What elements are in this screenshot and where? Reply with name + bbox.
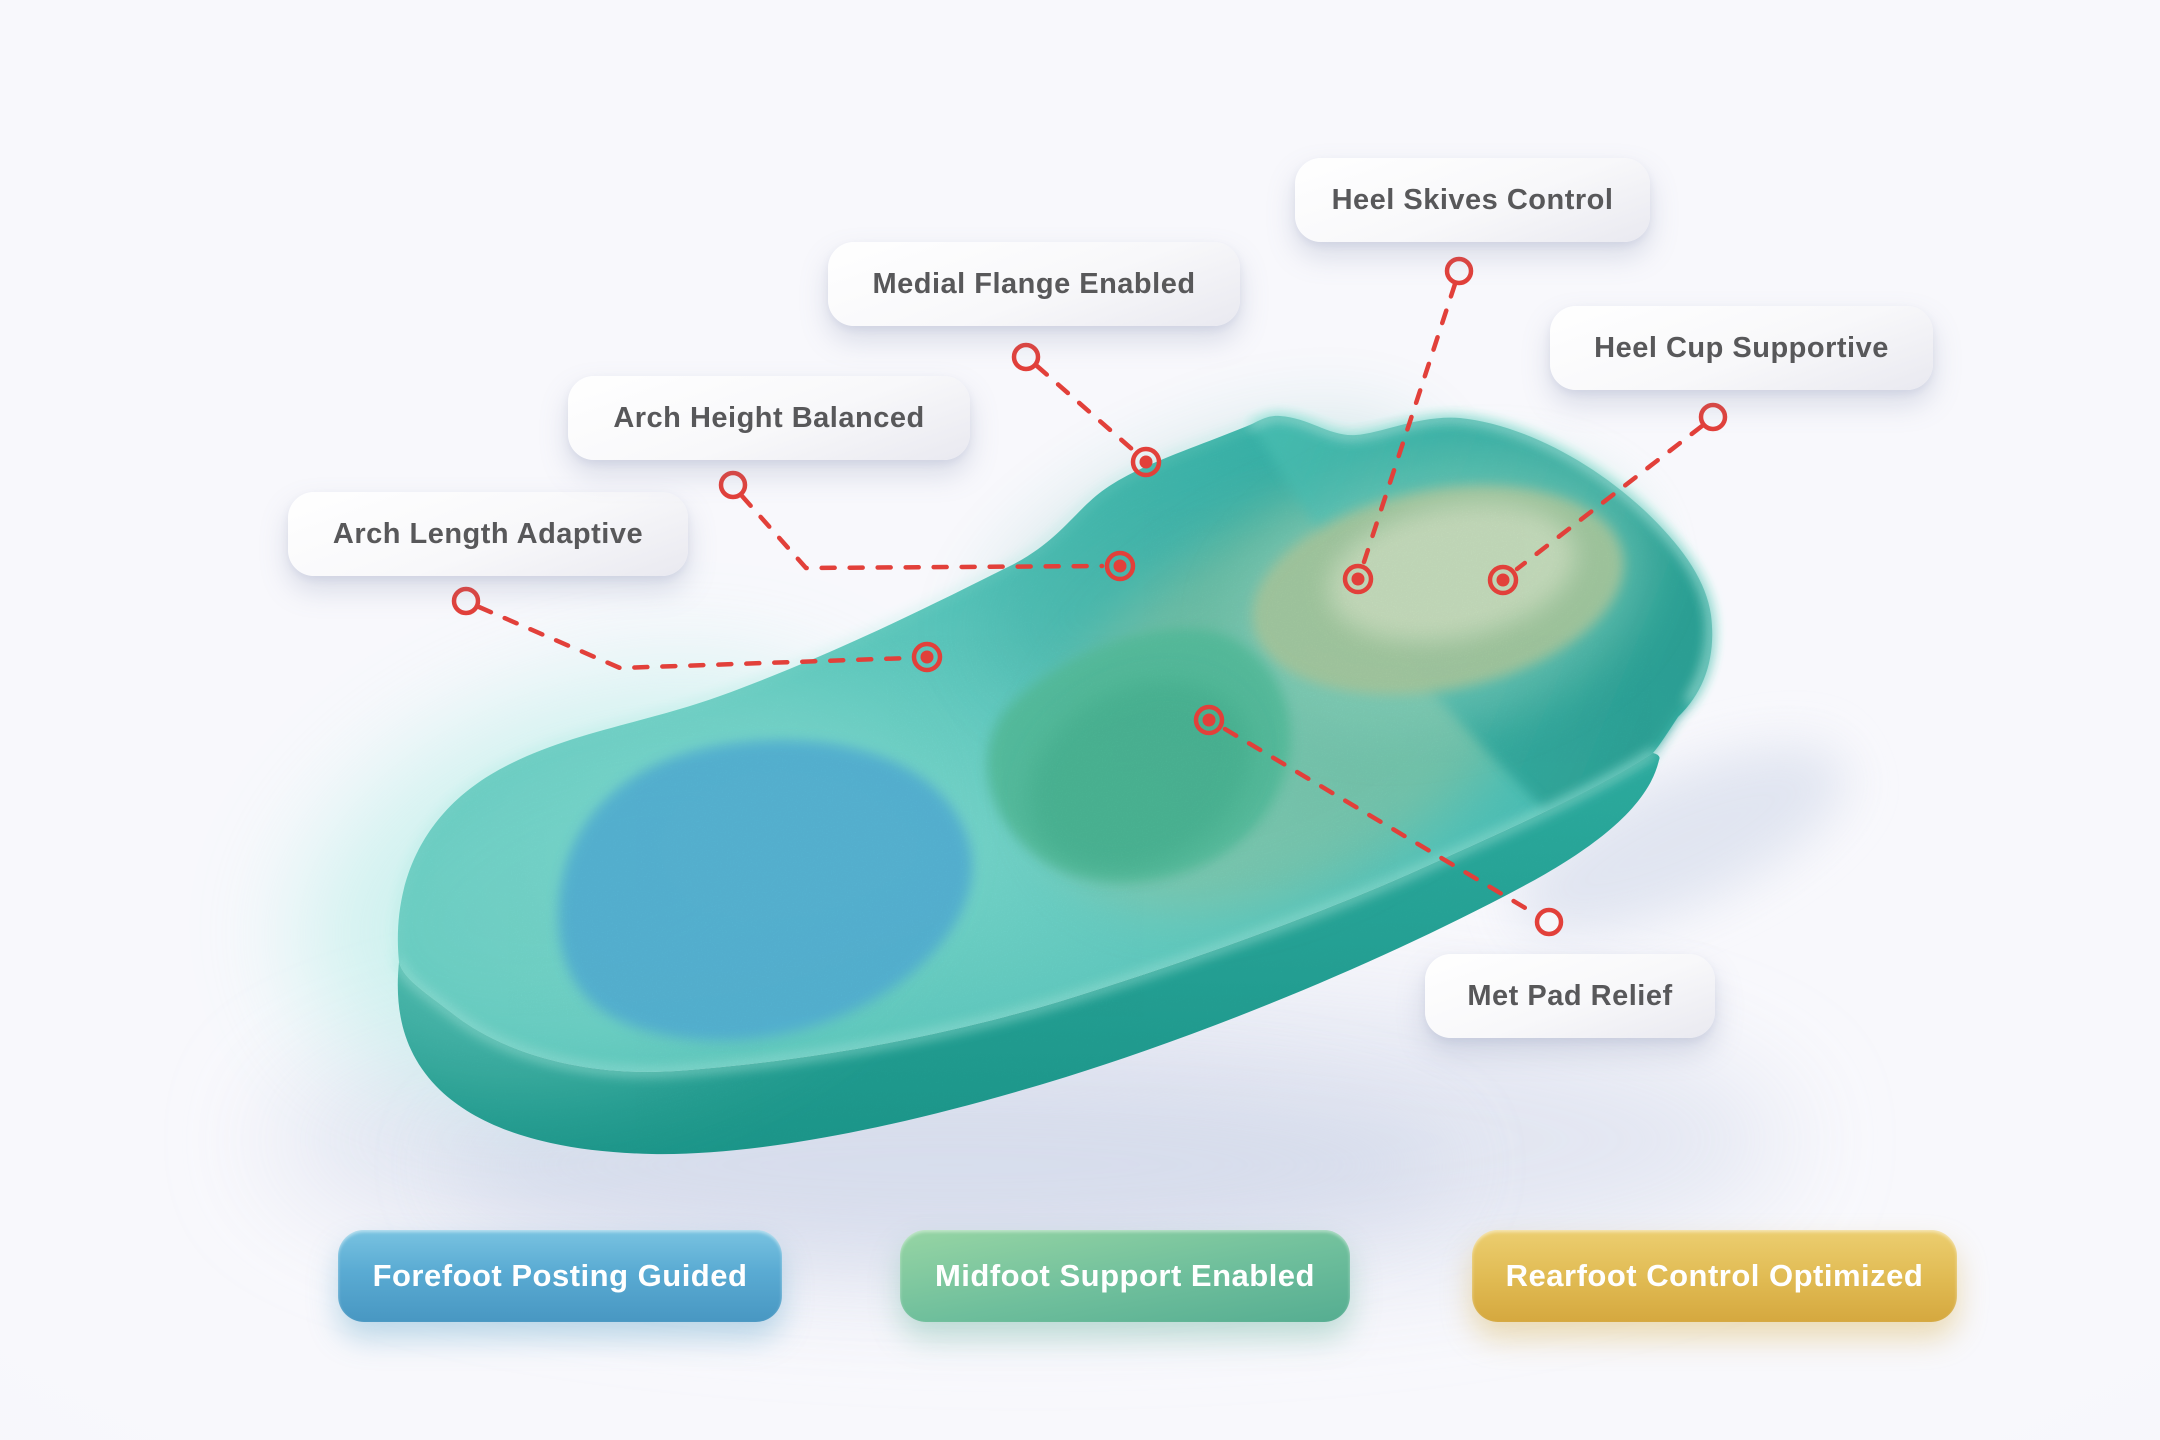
callout-label: Medial Flange Enabled bbox=[872, 267, 1196, 300]
target-marker-icon bbox=[1342, 563, 1374, 595]
callout-ring-anchors bbox=[451, 256, 1728, 937]
leader-line-medial-flange bbox=[1034, 363, 1136, 453]
callout-label: Arch Height Balanced bbox=[613, 401, 925, 434]
target-marker-icon bbox=[1130, 446, 1162, 478]
leader-line-heel-skives bbox=[1361, 281, 1458, 565]
callout-medial-flange-enabled: Medial Flange Enabled bbox=[828, 242, 1240, 326]
leader-line-arch-height bbox=[739, 493, 1105, 571]
status-button-label: Midfoot Support Enabled bbox=[934, 1258, 1315, 1293]
target-marker-icon bbox=[1487, 564, 1519, 596]
ring-anchor-icon bbox=[718, 470, 748, 500]
ring-anchor-icon bbox=[1534, 907, 1564, 937]
status-button-label: Forefoot Posting Guided bbox=[372, 1258, 748, 1293]
feature-target-markers bbox=[911, 446, 1519, 736]
ring-anchor-icon bbox=[451, 586, 481, 616]
target-marker-icon bbox=[1193, 704, 1225, 736]
leader-line-heel-cup bbox=[1514, 423, 1705, 572]
callout-heel-skives-control: Heel Skives Control bbox=[1295, 158, 1650, 242]
callout-label: Heel Skives Control bbox=[1331, 183, 1614, 216]
ring-anchor-icon bbox=[1698, 402, 1728, 432]
callout-arch-height-balanced: Arch Height Balanced bbox=[568, 376, 970, 460]
status-button-label: Rearfoot Control Optimized bbox=[1505, 1258, 1924, 1293]
ring-anchor-icon bbox=[1011, 342, 1041, 372]
forefoot-posting-button[interactable]: Forefoot Posting Guided bbox=[338, 1230, 782, 1322]
callout-label: Met Pad Relief bbox=[1467, 979, 1673, 1012]
callout-met-pad-relief: Met Pad Relief bbox=[1425, 954, 1715, 1038]
target-marker-icon bbox=[911, 641, 943, 673]
leader-line-met-pad bbox=[1222, 726, 1540, 918]
callout-label: Arch Length Adaptive bbox=[332, 517, 644, 550]
leader-line-arch-length bbox=[476, 604, 912, 671]
ring-anchor-icon bbox=[1444, 256, 1474, 286]
callout-heel-cup-supportive: Heel Cup Supportive bbox=[1550, 306, 1933, 390]
midfoot-support-button[interactable]: Midfoot Support Enabled bbox=[900, 1230, 1350, 1322]
target-marker-icon bbox=[1104, 550, 1136, 582]
callout-arch-length-adaptive: Arch Length Adaptive bbox=[288, 492, 688, 576]
leader-lines bbox=[476, 281, 1705, 918]
rearfoot-control-button[interactable]: Rearfoot Control Optimized bbox=[1472, 1230, 1957, 1322]
callout-label: Heel Cup Supportive bbox=[1594, 331, 1889, 364]
